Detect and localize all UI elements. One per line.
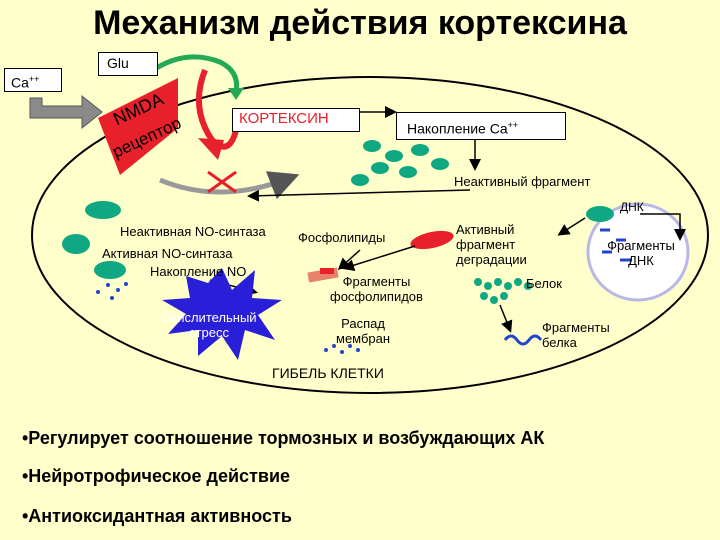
protein-beads: [474, 278, 532, 304]
membrane-breakdown-line1: Распад: [341, 316, 385, 331]
ca-box: Ca++: [4, 68, 62, 92]
bullet-1: •Регулирует соотношение тормозных и возб…: [22, 428, 545, 448]
ca-superscript: ++: [28, 74, 40, 84]
dna-label: ДНК: [620, 200, 644, 214]
page-title: Механизм действия кортексина: [93, 4, 627, 42]
glu-box: Glu: [98, 52, 158, 76]
cortexin-label: КОРТЕКСИН: [239, 110, 329, 127]
oxidative-stress-label: Окислительный стресс: [150, 310, 268, 340]
active-fragment-line3: деградации: [456, 252, 527, 267]
protein-label: Белок: [526, 276, 562, 291]
dna-fragments-line1: Фрагменты: [607, 238, 675, 253]
oxidative-stress-line1: Окислительный: [161, 310, 257, 325]
phospholipid-fragments-line1: Фрагменты: [342, 274, 411, 289]
ca-accum-box: Накопление Ca++: [396, 112, 566, 140]
bullet-3: •Антиоксидантная активность: [22, 506, 292, 526]
protein-fragments-line2: белка: [542, 335, 577, 350]
active-nos-shape: [62, 234, 90, 254]
membrane-dots: [324, 344, 360, 354]
no-shape: [94, 261, 126, 279]
dna-fragments-label: Фрагменты ДНК: [598, 238, 684, 268]
dna-fragments-line2: ДНК: [628, 253, 654, 268]
membrane-breakdown-label: Распад мембран: [336, 316, 390, 346]
phospholipid-fragments-label: Фрагменты фосфолипидов: [330, 274, 423, 304]
oxidative-stress-star: [162, 268, 282, 360]
cortexin-molecules: [351, 140, 449, 186]
ca-label: Ca: [11, 74, 29, 91]
glu-label: Glu: [107, 55, 129, 71]
nmda-receptor: [98, 78, 178, 175]
cortexin-box: КОРТЕКСИН: [232, 108, 360, 132]
ca-accum-label: Накопление Ca: [407, 120, 508, 137]
protein-fragments-label: Фрагменты белка: [542, 320, 610, 350]
dna-fragments: [600, 228, 632, 262]
protein-fragments-squiggle: [503, 334, 543, 346]
active-fragment-label: Активный фрагмент деградации: [456, 222, 546, 267]
ca-accum-superscript: ++: [507, 120, 519, 130]
phospholipid-fragments-line2: фосфолипидов: [330, 289, 423, 304]
inactive-nos-shape: [85, 201, 121, 219]
no-dots: [96, 282, 128, 300]
active-fragment-line2: фрагмент: [456, 237, 516, 252]
phospholipid-bar: [307, 267, 339, 283]
active-fragment-shape: [410, 230, 454, 250]
oxidative-stress-line2: стресс: [189, 325, 229, 340]
glu-arc-arrow: [148, 54, 240, 93]
gray-curve-arrow: [159, 171, 300, 200]
phospholipids-label: Фосфолипиды: [298, 230, 386, 245]
bullet-2: •Нейротрофическое действие: [22, 466, 291, 486]
cell-death-label: ГИБЕЛЬ КЛЕТКИ: [272, 365, 384, 381]
membrane-breakdown-line2: мембран: [336, 331, 391, 346]
active-nos-label: Активная NO-синтаза: [102, 246, 233, 261]
active-fragment-line1: Активный: [456, 222, 515, 237]
nucleus: [586, 202, 690, 302]
no-accum-label: Накопление NO: [150, 264, 247, 279]
inactive-nos-label: Неактивная NO-синтаза: [120, 224, 266, 239]
inactive-fragment-label: Неактивный фрагмент: [454, 174, 591, 189]
protein-fragments-line1: Фрагменты: [542, 320, 610, 335]
ca-influx-arrow: [29, 94, 103, 130]
